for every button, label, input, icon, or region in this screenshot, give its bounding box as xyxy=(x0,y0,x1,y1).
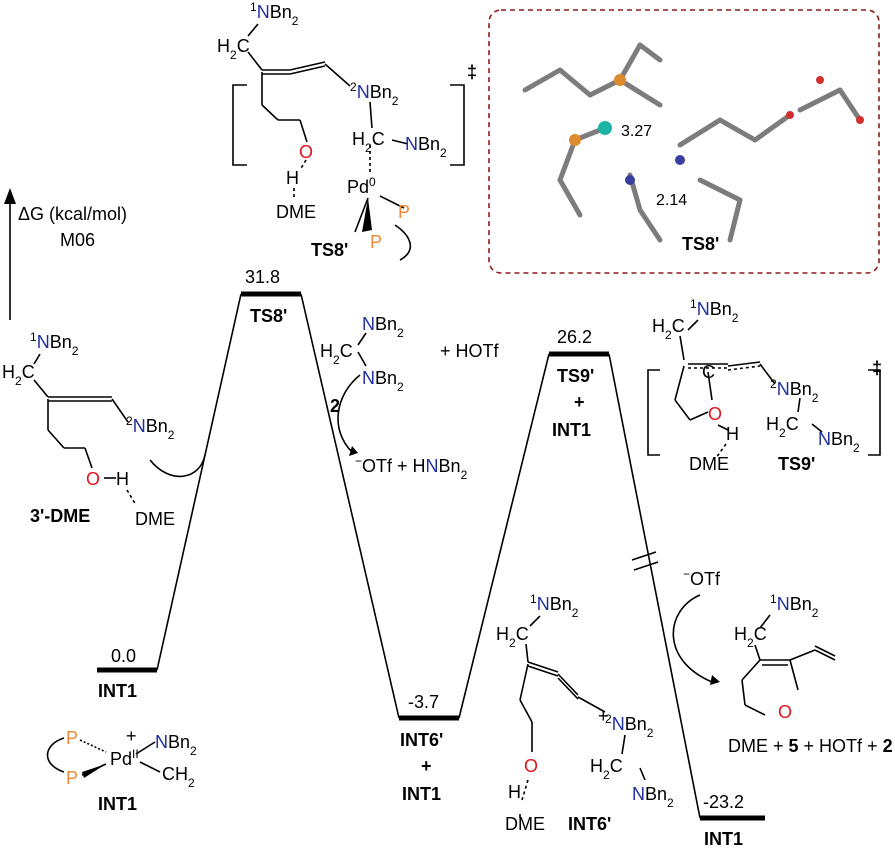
svg-text:DME: DME xyxy=(689,454,729,474)
svg-text:C: C xyxy=(702,362,715,382)
connectors xyxy=(156,293,701,819)
svg-text:1NBn2: 1NBn2 xyxy=(250,0,299,28)
svg-text:P: P xyxy=(398,202,410,222)
product-5: −OTf 1NBn2 H2C O DME + 5 + HOTf + 2 xyxy=(672,567,893,756)
svg-text:CH2: CH2 xyxy=(162,764,195,790)
svg-text:H2C: H2C xyxy=(217,36,250,62)
ts8-structure: ‡ 1NBn2 H2C 2NBn2 O H DME xyxy=(217,0,477,261)
energy-levels xyxy=(97,291,765,821)
svg-text:1NBn2: 1NBn2 xyxy=(530,592,579,620)
axis-break-2 xyxy=(633,561,659,571)
reactant-3dme: 1NBn2 H2C 2NBn2 O H DME 3'-DME xyxy=(2,330,206,529)
svg-text:PdII: PdII xyxy=(110,747,139,769)
axis-label: ΔG (kcal/mol) xyxy=(18,204,127,224)
svg-text:INT1: INT1 xyxy=(98,794,137,814)
svg-text:‡: ‡ xyxy=(872,358,882,378)
svg-text:INT6': INT6' xyxy=(568,814,611,834)
svg-text:NBn2: NBn2 xyxy=(362,368,404,394)
svg-text:+: + xyxy=(598,706,609,726)
svg-text:H: H xyxy=(508,782,521,802)
svg-text:O: O xyxy=(86,469,100,489)
label-ts9: TS9' xyxy=(557,366,594,386)
svg-text:1NBn2: 1NBn2 xyxy=(30,330,79,358)
svg-text:1NBn2: 1NBn2 xyxy=(690,297,739,325)
svg-text:P: P xyxy=(66,768,78,788)
ts9-structure: ‡ 1NBn2 H2C C O H DME 2NBn2 H2C NBn2 TS9… xyxy=(647,297,882,474)
svg-text:‡: ‡ xyxy=(467,62,477,82)
svg-text:O: O xyxy=(524,756,538,776)
svg-text:2: 2 xyxy=(330,396,340,416)
svg-text:DME: DME xyxy=(135,509,175,529)
int1-structure: P P PdII + NBn2 CH2 INT1 xyxy=(46,726,197,814)
svg-text:1NBn2: 1NBn2 xyxy=(770,592,819,620)
ts8-3d-box: 3.27 2.14 TS8' xyxy=(488,9,880,274)
svg-text:O: O xyxy=(778,702,792,722)
svg-text:O: O xyxy=(299,142,313,162)
int6-structure: 1NBn2 H2C O H DME + 2NBn2 H2C NBn2 INT6' xyxy=(496,592,674,834)
svg-text:2NBn2: 2NBn2 xyxy=(350,80,399,108)
svg-text:NBn2: NBn2 xyxy=(632,784,674,810)
svg-text:TS9': TS9' xyxy=(778,454,815,474)
label-int6: INT6' xyxy=(400,730,443,750)
svg-text:NBn2: NBn2 xyxy=(818,429,860,455)
svg-text:DME: DME xyxy=(276,202,316,222)
value-int1-start: 0.0 xyxy=(111,646,136,666)
svg-text:TS8': TS8' xyxy=(682,234,719,254)
svg-text:3'-DME: 3'-DME xyxy=(30,506,90,526)
axis-method: M06 xyxy=(60,230,95,250)
svg-text:H2C: H2C xyxy=(590,756,623,782)
svg-text:+ HOTf: + HOTf xyxy=(440,341,500,361)
label-ts8: TS8' xyxy=(250,306,287,326)
svg-text:+: + xyxy=(126,726,137,746)
svg-text:H2C: H2C xyxy=(320,341,353,367)
label-int1-end: INT1 xyxy=(704,829,743,849)
value-ts8: 31.8 xyxy=(245,267,280,287)
svg-text:−OTf: −OTf xyxy=(683,567,721,589)
svg-text:P: P xyxy=(66,728,78,748)
svg-text:−OTf + HNBn2: −OTf + HNBn2 xyxy=(355,454,468,482)
svg-text:2NBn2: 2NBn2 xyxy=(126,414,175,442)
svg-text:H2C: H2C xyxy=(352,129,385,155)
svg-text:H2C: H2C xyxy=(652,316,685,342)
svg-text:H2C: H2C xyxy=(734,624,767,650)
svg-text:Pd0: Pd0 xyxy=(347,175,376,197)
level-texts: 0.0 INT1 31.8 TS8' -3.7 INT6' + INT1 26.… xyxy=(98,267,744,849)
svg-text:P: P xyxy=(370,232,382,252)
svg-text:H2C: H2C xyxy=(766,414,799,440)
value-ts9: 26.2 xyxy=(557,327,592,347)
svg-text:2.14: 2.14 xyxy=(656,192,687,209)
svg-text:NBn2: NBn2 xyxy=(155,732,197,758)
svg-text:TS8': TS8' xyxy=(311,240,348,260)
axis-break-1 xyxy=(631,551,657,561)
label-int1-start: INT1 xyxy=(98,681,137,701)
svg-text:H2C: H2C xyxy=(2,362,35,388)
svg-text:DME + 5 + HOTf + 2: DME + 5 + HOTf + 2 xyxy=(728,736,893,756)
svg-text:2NBn2: 2NBn2 xyxy=(605,712,654,740)
svg-text:O: O xyxy=(708,404,722,424)
svg-text:3.27: 3.27 xyxy=(621,123,652,140)
label2-int6: INT1 xyxy=(402,784,441,804)
svg-text:NBn2: NBn2 xyxy=(362,314,404,340)
svg-text:H2C: H2C xyxy=(496,624,529,650)
svg-text:H: H xyxy=(116,469,129,489)
value-int6: -3.7 xyxy=(408,692,439,712)
value-int1-end: -23.2 xyxy=(703,792,744,812)
y-axis: ΔG (kcal/mol) M06 xyxy=(4,188,127,320)
svg-text:H: H xyxy=(286,168,299,188)
label2-ts9: INT1 xyxy=(552,420,591,440)
plus-int6: + xyxy=(421,756,432,776)
plus-ts9: + xyxy=(574,392,585,412)
svg-text:DME: DME xyxy=(505,814,545,834)
reagent-2: NBn2 H2C NBn2 + HOTf 2 −OTf + HNBn2 xyxy=(320,314,500,482)
svg-text:H: H xyxy=(726,424,739,444)
svg-text:2NBn2: 2NBn2 xyxy=(770,377,819,405)
svg-text:NBn2: NBn2 xyxy=(405,134,447,160)
